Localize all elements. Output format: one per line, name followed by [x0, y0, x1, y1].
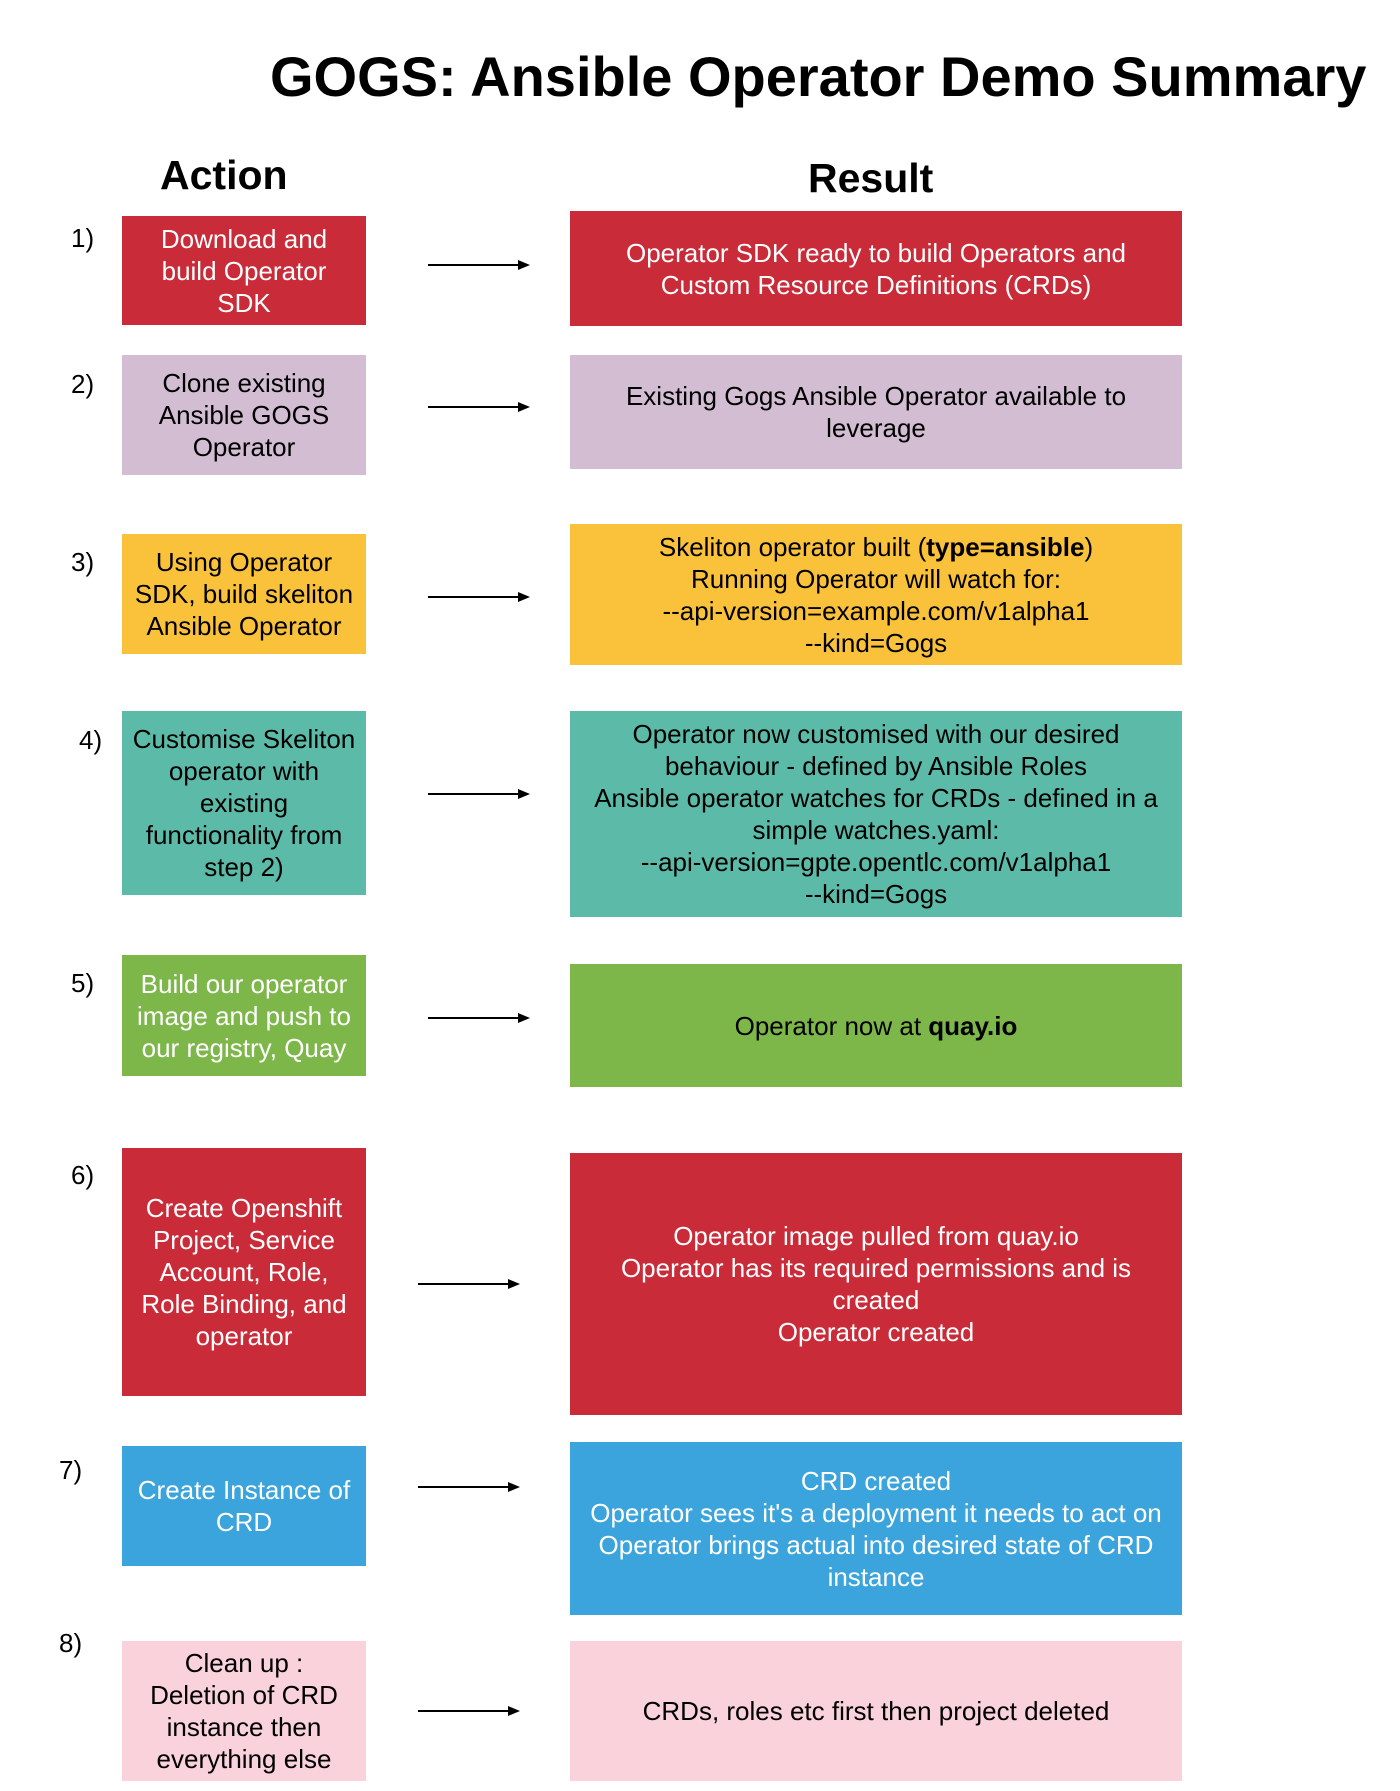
result-text-line: --api-version=gpte.opentlc.com/v1alpha1: [640, 847, 1112, 877]
result-text-line: simple watches.yaml:: [752, 815, 1000, 845]
action-text-line: Ansible GOGS: [158, 400, 330, 430]
result-text-line: Operator now at quay.io: [735, 1010, 1018, 1042]
arrow-icon: [418, 1481, 520, 1493]
action-text-line: Create Openshift: [145, 1193, 343, 1223]
result-text-line: CRD created: [800, 1465, 952, 1496]
arrow-icon: [428, 259, 530, 271]
action-column-header: Action: [160, 152, 288, 198]
action-box-create-crd-instance: Create Instance of CRD: [122, 1446, 366, 1566]
arrow-icon: [418, 1705, 520, 1717]
result-text-line: Custom Resource Definitions (CRDs): [660, 269, 1092, 300]
arrow-icon: [428, 788, 530, 800]
result-text-line: Running Operator will watch for:: [691, 563, 1061, 594]
result-text-line: Operator now customised with our desired: [632, 719, 1120, 749]
action-text-line: operator: [195, 1321, 293, 1351]
result-text-line: leverage: [826, 413, 926, 443]
action-box-download-sdk: Download and build Operator SDK: [122, 216, 366, 325]
result-box-existing-operator: Existing Gogs Ansible Operator available…: [570, 355, 1182, 469]
result-box-deleted: CRDs, roles etc first then project delet…: [570, 1641, 1182, 1781]
action-text-line: SDK: [217, 287, 271, 318]
action-text-line: Project, Service: [152, 1225, 336, 1255]
action-text-line: operator with: [168, 756, 320, 786]
result-text-line: behaviour - defined by Ansible Roles: [664, 751, 1088, 781]
action-box-customise-skeleton: Customise Skeliton operator with existin…: [122, 711, 366, 895]
step-number: 5): [71, 968, 95, 998]
result-text-line: instance: [827, 1561, 925, 1592]
result-box-crd-created: CRD created Operator sees it's a deploym…: [570, 1442, 1182, 1615]
action-text-line: Account, Role,: [159, 1257, 329, 1287]
result-box-sdk-ready: Operator SDK ready to build Operators an…: [570, 211, 1182, 326]
action-text-line: image and push to: [137, 1000, 351, 1031]
action-text-line: Deletion of CRD: [150, 1680, 338, 1710]
result-box-operator-created: Operator image pulled from quay.io Opera…: [570, 1153, 1182, 1415]
action-text-line: Customise Skeliton: [132, 724, 356, 754]
result-text-line: created: [832, 1285, 920, 1315]
result-text-line: --api-version=example.com/v1alpha1: [662, 595, 1090, 626]
action-text-line: Operator: [192, 432, 296, 462]
action-text-line: SDK, build skeliton: [134, 579, 354, 609]
action-text-line: Create Instance of: [137, 1475, 351, 1505]
action-text-line: Ansible Operator: [146, 611, 342, 641]
action-box-build-skeleton: Using Operator SDK, build skeliton Ansib…: [122, 534, 366, 654]
result-box-operator-customised: Operator now customised with our desired…: [570, 711, 1182, 917]
action-text-line: build Operator: [161, 255, 327, 286]
arrow-icon: [428, 401, 530, 413]
result-text-line: Operator has its required permissions an…: [620, 1253, 1132, 1283]
arrow-icon: [428, 1012, 530, 1024]
action-box-build-push-image: Build our operator image and push to our…: [122, 955, 366, 1076]
result-text-line: Ansible operator watches for CRDs - defi…: [594, 783, 1158, 813]
action-text-line: Build our operator: [140, 968, 348, 999]
action-box-clone-operator: Clone existing Ansible GOGS Operator: [122, 355, 366, 475]
result-text-line: --kind=Gogs: [804, 879, 948, 909]
action-box-create-project: Create Openshift Project, Service Accoun…: [122, 1148, 366, 1396]
step-number: 2): [71, 369, 95, 399]
result-text-line: Operator created: [777, 1317, 975, 1347]
step-number: 1): [71, 223, 95, 253]
arrow-icon: [418, 1278, 520, 1290]
result-text-line: CRDs, roles etc first then project delet…: [642, 1696, 1110, 1726]
step-number: 6): [71, 1160, 95, 1190]
result-text-line: Operator sees it's a deployment it needs…: [590, 1497, 1162, 1528]
result-text-line: Skeliton operator built (type=ansible): [659, 531, 1093, 563]
result-text-prefix: Skeliton operator built (: [658, 531, 927, 562]
action-text-line: everything else: [156, 1744, 332, 1774]
action-text-line: instance then: [166, 1712, 322, 1742]
step-number: 4): [79, 725, 103, 755]
result-text-bold: type=ansible: [926, 531, 1085, 562]
action-text-line: Using Operator: [155, 547, 333, 577]
result-text-line: Operator brings actual into desired stat…: [598, 1529, 1154, 1560]
result-text-line: --kind=Gogs: [804, 627, 948, 658]
action-text-line: Download and: [160, 223, 328, 254]
result-text-suffix: ): [1084, 531, 1094, 562]
action-text-line: Clean up :: [184, 1648, 304, 1678]
action-text-line: our registry, Quay: [141, 1032, 347, 1063]
action-text-line: functionality from: [145, 820, 343, 850]
action-text-line: step 2): [204, 852, 284, 882]
action-text-line: Clone existing: [162, 368, 326, 398]
result-text-bold: quay.io: [928, 1010, 1018, 1041]
result-column-header: Result: [808, 155, 934, 201]
step-number: 8): [59, 1628, 83, 1658]
action-text-line: Role Binding, and: [141, 1289, 347, 1319]
result-text-line: Operator image pulled from quay.io: [673, 1221, 1079, 1251]
result-box-skeleton-built: Skeliton operator built (type=ansible) R…: [570, 524, 1182, 665]
result-text-line: Operator SDK ready to build Operators an…: [625, 237, 1127, 268]
step-number: 7): [59, 1455, 83, 1485]
page-title: GOGS: Ansible Operator Demo Summary: [270, 45, 1367, 108]
step-number: 3): [71, 547, 95, 577]
result-box-operator-at-quay: Operator now at quay.io: [570, 964, 1182, 1087]
action-box-clean-up: Clean up : Deletion of CRD instance then…: [122, 1641, 366, 1781]
arrow-icon: [428, 591, 530, 603]
result-text-prefix: Operator now at: [734, 1010, 929, 1041]
action-text-line: CRD: [215, 1507, 273, 1537]
result-text-line: Existing Gogs Ansible Operator available…: [625, 381, 1127, 411]
action-text-line: existing: [199, 788, 289, 818]
